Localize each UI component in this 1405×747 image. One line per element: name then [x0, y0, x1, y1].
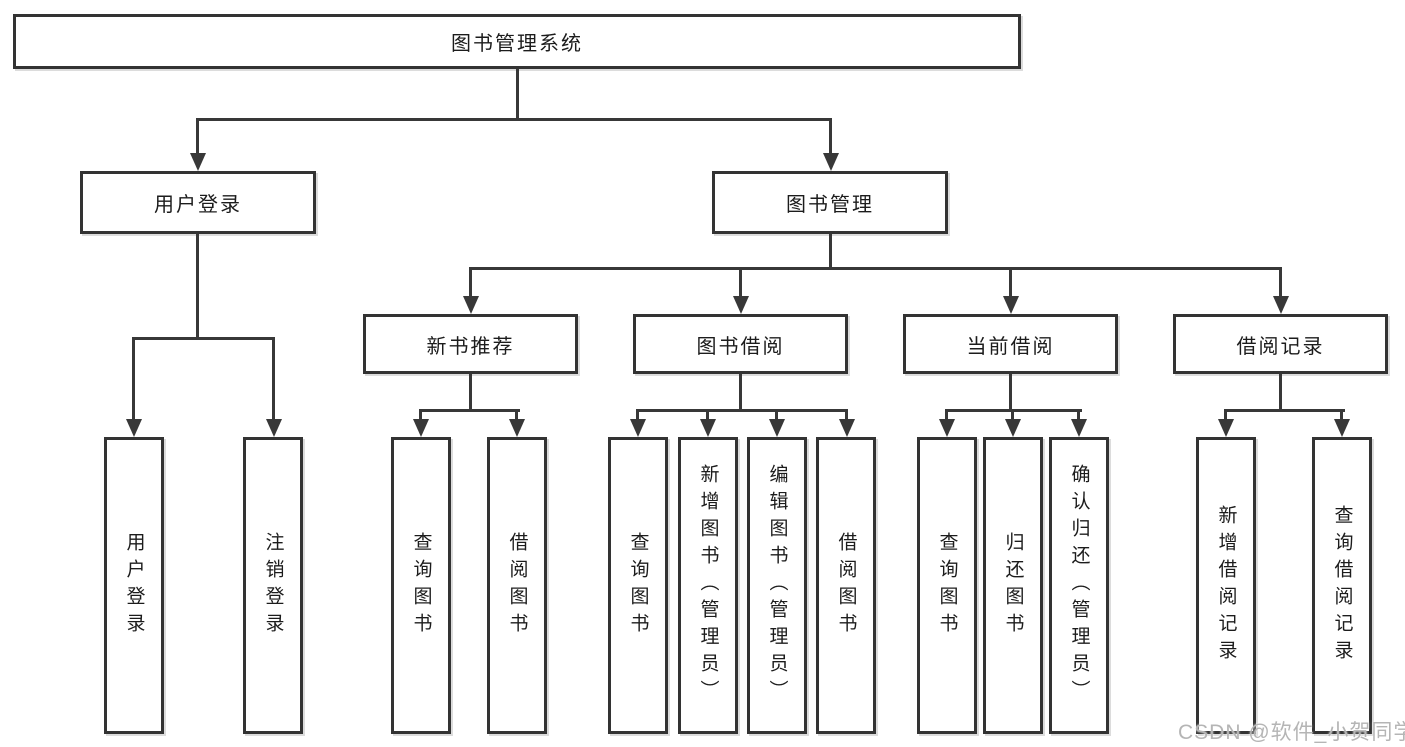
connector-vline [775, 409, 778, 421]
arrow-down-icon [1218, 419, 1234, 437]
node-current-borrow: 当前借阅 [903, 314, 1118, 374]
leaf-borrow-book: 借阅图书 [816, 437, 876, 734]
connector-vline [739, 267, 742, 297]
arrow-down-icon [823, 153, 839, 171]
arrow-down-icon [1071, 419, 1087, 437]
connector-hline [419, 409, 520, 412]
connector-vline [196, 234, 199, 340]
leaf-logout: 注销登录 [243, 437, 303, 734]
arrow-down-icon [700, 419, 716, 437]
node-new-book-recommend: 新书推荐 [363, 314, 578, 374]
leaf-query-borrow-record: 查询借阅记录 [1312, 437, 1372, 734]
connector-vline [845, 409, 848, 421]
connector-vline [945, 409, 948, 421]
arrow-down-icon [1273, 296, 1289, 314]
arrow-down-icon [733, 296, 749, 314]
connector-vline [829, 118, 832, 154]
arrow-down-icon [126, 419, 142, 437]
leaf-add-book-admin: 新增图书（管理员） [678, 437, 738, 734]
connector-vline [1009, 374, 1012, 412]
connector-hline [132, 337, 275, 340]
leaf-return-book: 归还图书 [983, 437, 1043, 734]
connector-hline [1224, 409, 1345, 412]
arrow-down-icon [266, 419, 282, 437]
connector-vline [706, 409, 709, 421]
leaf-current-query-book: 查询图书 [917, 437, 977, 734]
connector-vline [1279, 374, 1282, 412]
connector-vline [1077, 409, 1080, 421]
node-borrow-records: 借阅记录 [1173, 314, 1388, 374]
leaf-user-login: 用户登录 [104, 437, 164, 734]
connector-vline [516, 69, 519, 121]
node-book-management-group: 图书管理 [712, 171, 948, 234]
arrow-down-icon [463, 296, 479, 314]
arrow-down-icon [839, 419, 855, 437]
leaf-edit-book-admin: 编辑图书（管理员） [747, 437, 807, 734]
arrow-down-icon [1003, 296, 1019, 314]
leaf-confirm-return-admin: 确认归还（管理员） [1049, 437, 1109, 734]
connector-vline [469, 374, 472, 412]
connector-vline [469, 267, 472, 297]
arrow-down-icon [413, 419, 429, 437]
connector-vline [132, 337, 135, 420]
connector-vline [1340, 409, 1343, 421]
arrow-down-icon [630, 419, 646, 437]
connector-vline [1011, 409, 1014, 421]
leaf-recommend-query-book: 查询图书 [391, 437, 451, 734]
arrow-down-icon [939, 419, 955, 437]
connector-hline [196, 118, 832, 121]
connector-vline [196, 118, 199, 154]
arrow-down-icon [1005, 419, 1021, 437]
connector-vline [272, 337, 275, 420]
leaf-borrow-query-book: 查询图书 [608, 437, 668, 734]
node-user-login-group: 用户登录 [80, 171, 316, 234]
arrow-down-icon [190, 153, 206, 171]
csdn-watermark: CSDN @软件_小贺同学 [1178, 721, 1405, 744]
connector-vline [1009, 267, 1012, 297]
connector-vline [739, 374, 742, 412]
connector-vline [419, 409, 422, 421]
connector-hline [469, 267, 1282, 270]
arrow-down-icon [509, 419, 525, 437]
leaf-recommend-borrow-book: 借阅图书 [487, 437, 547, 734]
connector-vline [829, 234, 832, 270]
leaf-add-borrow-record: 新增借阅记录 [1196, 437, 1256, 734]
node-book-borrow: 图书借阅 [633, 314, 848, 374]
connector-vline [515, 409, 518, 421]
connector-vline [636, 409, 639, 421]
connector-vline [1224, 409, 1227, 421]
connector-hline [636, 409, 848, 412]
arrow-down-icon [769, 419, 785, 437]
node-root-title: 图书管理系统 [13, 14, 1021, 69]
arrow-down-icon [1334, 419, 1350, 437]
connector-vline [1279, 267, 1282, 297]
